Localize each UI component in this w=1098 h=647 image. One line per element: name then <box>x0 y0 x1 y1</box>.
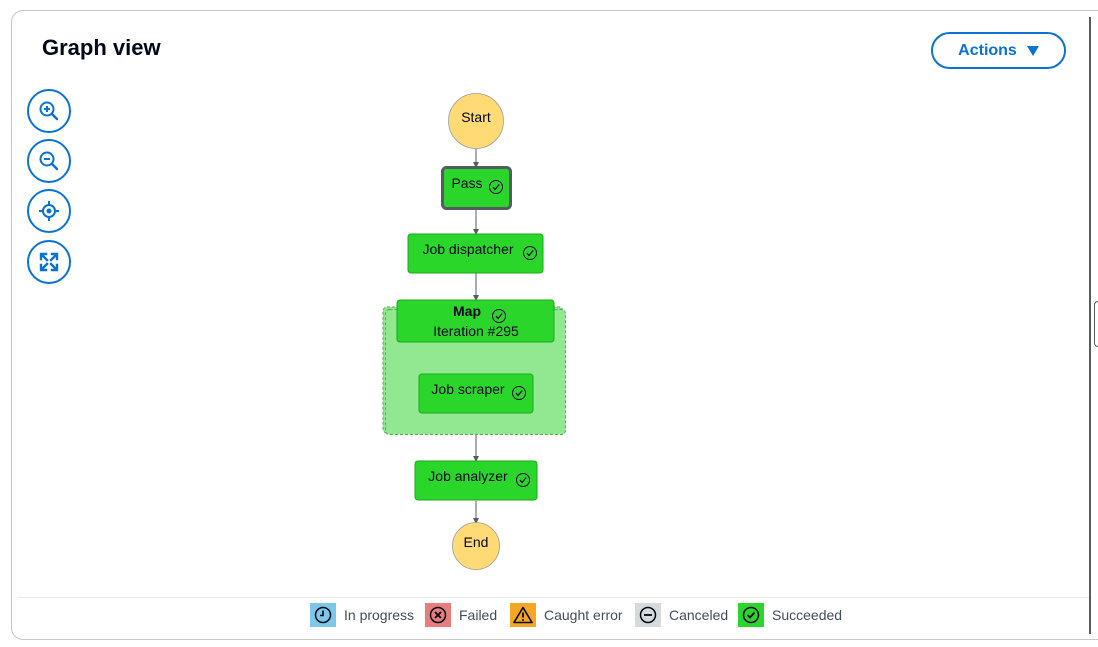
end-node[interactable]: End <box>452 522 500 570</box>
start-node[interactable]: Start <box>448 93 504 149</box>
legend-failed: Failed <box>425 602 497 628</box>
panel-divider <box>1089 17 1091 634</box>
job-scraper-node[interactable]: Job scraper <box>418 373 534 414</box>
zoom-in-button[interactable] <box>27 89 71 133</box>
status-legend: In progress Failed Caught error Canceled… <box>0 602 1098 628</box>
legend-succeeded-label: Succeeded <box>772 607 843 623</box>
legend-divider <box>18 597 1089 598</box>
legend-caught-error: Caught error <box>510 602 623 628</box>
state-machine-graph: Start Pass Job dispatcher Map Iteration … <box>382 93 566 570</box>
caret-down-icon <box>1026 46 1039 56</box>
legend-failed-label: Failed <box>459 607 498 623</box>
clock-icon <box>310 603 336 627</box>
target-icon <box>39 201 59 221</box>
zoom-in-icon <box>39 101 59 121</box>
warning-icon <box>510 603 536 627</box>
expand-icon <box>39 252 59 272</box>
legend-caught-error-label: Caught error <box>544 607 623 623</box>
minus-circle-icon <box>635 603 661 627</box>
job-dispatcher-label: Job dispatcher <box>422 241 513 257</box>
job-scraper-label: Job scraper <box>431 381 504 397</box>
pass-node[interactable]: Pass <box>441 166 512 210</box>
map-title: Map <box>453 303 481 319</box>
center-button[interactable] <box>27 189 71 233</box>
zoom-out-button[interactable] <box>27 139 71 183</box>
x-circle-icon <box>425 603 451 627</box>
actions-button[interactable]: Actions <box>931 32 1066 69</box>
map-iteration-label: Iteration #295 <box>433 323 519 339</box>
legend-canceled-label: Canceled <box>669 607 729 623</box>
pass-label: Pass <box>451 175 482 191</box>
zoom-out-icon <box>39 151 59 171</box>
actions-label: Actions <box>958 41 1017 59</box>
job-dispatcher-node[interactable]: Job dispatcher <box>407 233 544 274</box>
legend-canceled: Canceled <box>635 602 728 628</box>
legend-succeeded: Succeeded <box>738 602 842 628</box>
start-label: Start <box>461 109 491 125</box>
end-label: End <box>464 534 489 550</box>
fit-button[interactable] <box>27 240 71 284</box>
map-node[interactable]: Map Iteration #295 <box>382 299 566 435</box>
job-analyzer-label: Job analyzer <box>428 468 508 484</box>
check-circle-icon <box>738 603 764 627</box>
page-title: Graph view <box>42 35 161 60</box>
resize-handle[interactable] <box>1094 301 1098 347</box>
legend-in-progress: In progress <box>310 602 414 628</box>
legend-in-progress-label: In progress <box>344 607 415 623</box>
job-analyzer-node[interactable]: Job analyzer <box>414 460 538 501</box>
